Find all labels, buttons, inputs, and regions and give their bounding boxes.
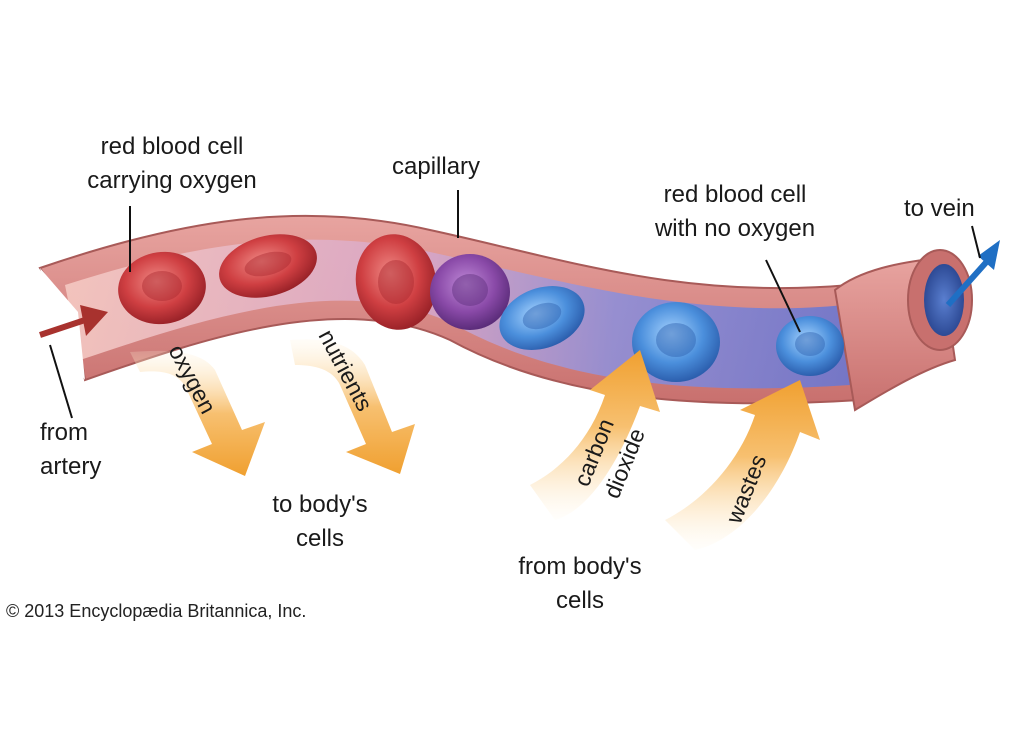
label-rbc-carrying-oxygen: red blood cell carrying oxygen: [52, 130, 292, 198]
label-rbc-no-oxygen-line1: red blood cell: [663, 181, 807, 208]
label-to-body-cells-line2: cells: [295, 525, 344, 552]
vein-outflow-arrow: [945, 240, 1000, 307]
leader-to-vein: [971, 225, 981, 259]
label-rbc-oxygen-line2: carrying oxygen: [87, 167, 257, 194]
label-from-body-cells-line2: cells: [555, 587, 604, 614]
label-rbc-no-oxygen-line2: with no oxygen: [654, 215, 816, 242]
label-from-artery-line2: artery: [40, 453, 102, 480]
oxygen-arrow: [130, 350, 265, 476]
label-capillary: capillary: [392, 153, 481, 180]
copyright-notice: © 2013 Encyclopædia Britannica, Inc.: [6, 601, 307, 621]
nutrients-arrow-label: nutrients: [314, 325, 378, 415]
leader-from-artery: [49, 344, 73, 419]
vein-opening: [924, 264, 964, 336]
label-from-body-cells-line1: from body's: [518, 553, 642, 580]
carbon-dioxide-arrow: [530, 350, 660, 520]
nutrients-arrow: [290, 339, 415, 474]
label-from-artery-line1: from: [40, 419, 88, 446]
red-blood-cell-no-oxygen-2: [776, 316, 844, 376]
label-rbc-no-oxygen: red blood cell with no oxygen: [615, 178, 855, 246]
label-to-body-cells-line1: to body's: [272, 491, 368, 518]
artery-inflow-arrow: [39, 305, 108, 338]
label-to-vein: to vein: [904, 195, 975, 222]
label-from-artery: from artery: [40, 416, 101, 484]
label-to-body-cells: to body's cells: [240, 488, 400, 556]
red-blood-cell-oxygenated-3: [355, 234, 437, 330]
red-blood-cell-transition: [430, 254, 510, 330]
label-rbc-oxygen-line1: red blood cell: [100, 133, 244, 160]
red-blood-cell-oxygenated-1: [118, 251, 206, 325]
label-from-body-cells: from body's cells: [490, 550, 670, 618]
vein-end: [833, 249, 973, 412]
leader-rbc-no-oxygen: [765, 259, 801, 333]
red-blood-cell-oxygenated-2: [219, 234, 317, 298]
wastes-arrow: [665, 380, 820, 550]
red-blood-cell-no-oxygen-1: [632, 302, 720, 382]
red-blood-cell-deoxygenating: [499, 286, 585, 350]
